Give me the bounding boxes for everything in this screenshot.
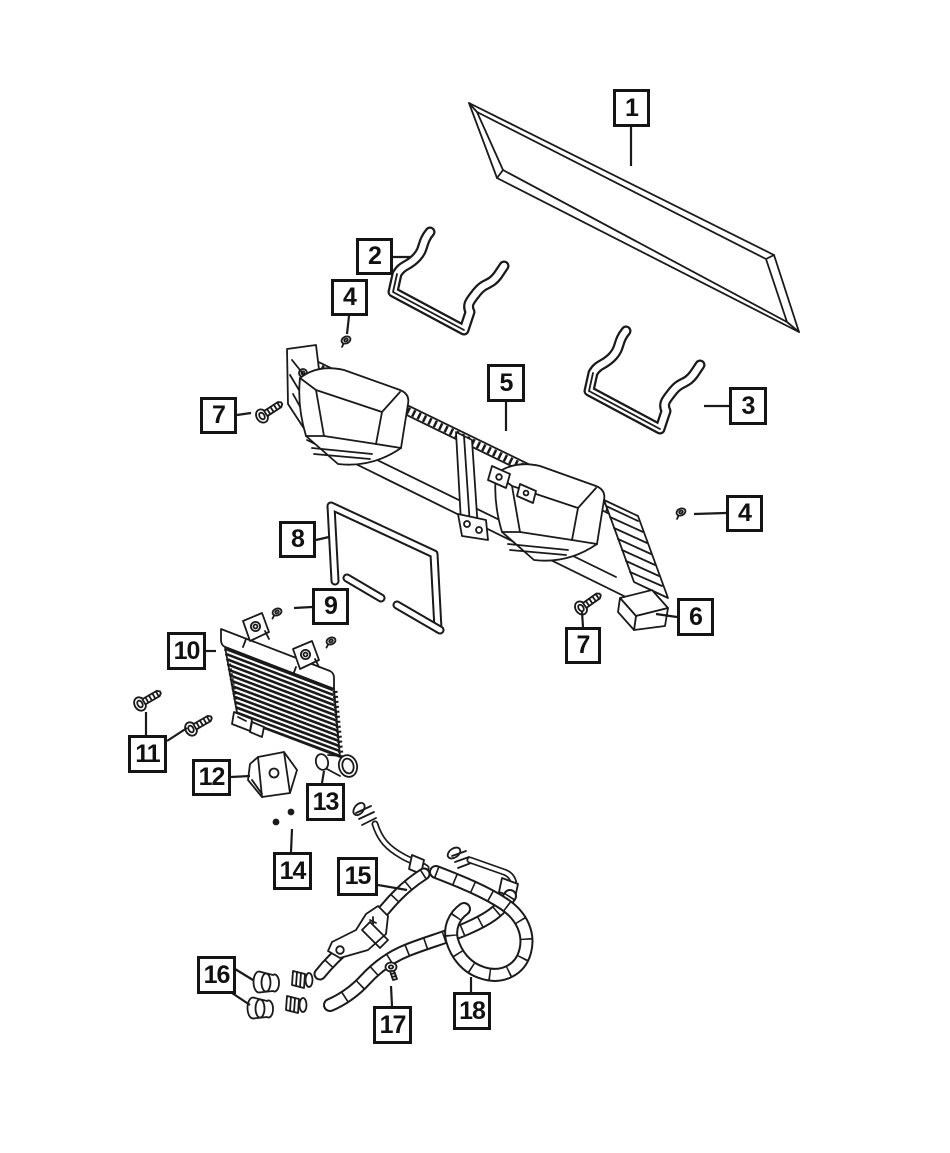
cooler-fin (228, 660, 334, 701)
part-7-screw-left (252, 396, 287, 426)
part-1-seal-frame (469, 103, 799, 332)
part-9-clip-a (268, 606, 284, 620)
leader-line-4 (347, 316, 349, 334)
callout-number: 13 (312, 787, 340, 816)
hose-diagonal (330, 896, 510, 1005)
callout-1[interactable]: 1 (613, 89, 650, 127)
cooler-fin (227, 654, 334, 695)
cooler-fin (229, 665, 335, 705)
callout-3[interactable]: 3 (729, 387, 767, 425)
leader-line-13 (322, 771, 324, 783)
cooler-fin (235, 702, 338, 741)
leader-line-8 (316, 537, 329, 540)
leader-line-7 (582, 612, 583, 627)
callout-number: 4 (343, 283, 357, 311)
part-8-seal-frame (331, 506, 440, 630)
leader-line-4 (694, 513, 726, 514)
leader-line-14 (291, 829, 292, 852)
leader-line-9 (294, 607, 312, 608)
callout-4[interactable]: 4 (726, 495, 763, 532)
leader-line-6 (656, 614, 677, 617)
callout-number: 14 (279, 856, 307, 885)
callout-number: 7 (576, 631, 591, 659)
leader-line-16 (232, 993, 250, 1005)
part-7-screw-bottom (571, 587, 606, 618)
cooler-fin (237, 713, 339, 751)
callout-10[interactable]: 10 (167, 632, 206, 670)
part-4-clip-top (337, 334, 354, 348)
callout-number: 18 (459, 996, 486, 1025)
callout-18[interactable]: 18 (453, 992, 491, 1030)
part-16-grommets (248, 972, 280, 1019)
ribbed-end (604, 500, 668, 598)
part-18-hose-loop (436, 872, 526, 975)
part-9-clip-b (322, 635, 338, 649)
callout-17[interactable]: 17 (373, 1006, 412, 1044)
cooler-fin (234, 697, 338, 736)
grommet-b (248, 998, 274, 1019)
part-3-u-bracket (589, 331, 700, 429)
callout-number: 9 (324, 592, 338, 620)
cooler-fin (226, 649, 333, 690)
grommet-a (254, 972, 280, 993)
part-17-screw (386, 963, 398, 981)
part-5-crossmember (287, 345, 668, 630)
callout-7[interactable]: 7 (565, 627, 601, 664)
callout-12[interactable]: 12 (192, 759, 231, 796)
cooler-fin (232, 686, 336, 725)
left-scoop (299, 368, 408, 464)
cooler-fin (230, 670, 335, 710)
leader-line-11 (167, 728, 187, 741)
callout-number: 6 (689, 602, 703, 631)
leader-lines (146, 127, 729, 1006)
callout-9[interactable]: 9 (312, 588, 349, 625)
callout-number: 1 (625, 93, 639, 122)
callout-7[interactable]: 7 (200, 397, 237, 434)
callout-15[interactable]: 15 (337, 857, 378, 896)
callout-number: 8 (291, 525, 305, 553)
leader-line-17 (391, 986, 392, 1006)
part-13-port-fitting (314, 753, 359, 779)
part-15-hose-assembly (286, 801, 526, 1013)
part-12-bracket (248, 752, 297, 797)
cooler-fin (233, 691, 337, 730)
callout-number: 17 (379, 1010, 407, 1039)
callout-number: 5 (499, 368, 514, 397)
callout-number: 16 (203, 960, 231, 989)
leader-line-15 (378, 885, 407, 890)
callout-5[interactable]: 5 (487, 364, 525, 402)
callout-number: 3 (741, 391, 756, 420)
callout-number: 7 (212, 401, 226, 429)
part-11-screw-a (130, 685, 165, 714)
part-2-u-bracket (393, 232, 504, 330)
callout-6[interactable]: 6 (677, 598, 714, 636)
callout-2[interactable]: 2 (356, 238, 393, 275)
callout-14[interactable]: 14 (273, 852, 312, 890)
leader-line-12 (231, 776, 250, 777)
callout-number: 15 (344, 862, 372, 890)
part-11-screw-b (181, 710, 216, 739)
callout-number: 2 (368, 242, 382, 270)
leader-line-16 (235, 969, 253, 980)
part-10-oil-cooler (221, 612, 360, 779)
part-14-plugs (272, 808, 295, 826)
callout-11[interactable]: 11 (128, 735, 167, 773)
callout-number: 11 (135, 739, 160, 768)
callout-16[interactable]: 16 (197, 956, 236, 994)
leader-line-7 (237, 413, 251, 415)
cooler-fin (236, 707, 339, 745)
cooler-fin (231, 676, 336, 716)
part-4-clip-right (672, 506, 689, 520)
callout-8[interactable]: 8 (279, 521, 316, 558)
callout-number: 12 (198, 763, 226, 791)
right-scoop (495, 464, 604, 560)
cooler-fin (232, 681, 337, 721)
callout-4[interactable]: 4 (331, 279, 368, 316)
callout-13[interactable]: 13 (306, 783, 345, 821)
callout-number: 10 (173, 636, 201, 665)
part-6-end-cap (618, 590, 668, 630)
callout-number: 4 (738, 499, 752, 527)
hose-end-fittings (286, 971, 313, 1013)
